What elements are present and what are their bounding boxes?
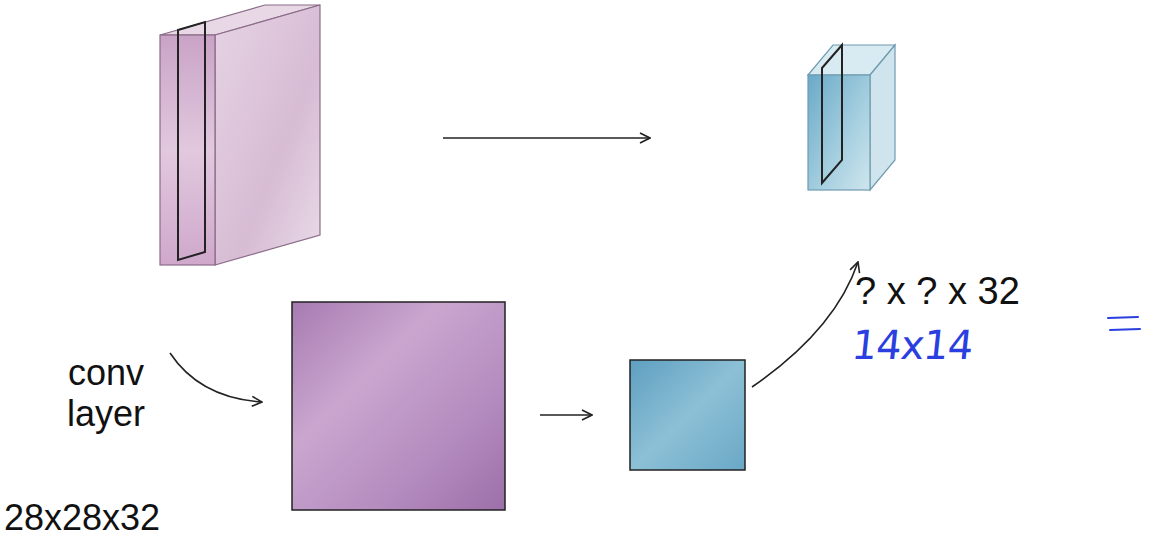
layer-name: conv layer (46, 352, 166, 435)
arrow (443, 137, 650, 139)
handwritten-note: 14x14 (850, 322, 975, 368)
curved-arrow (752, 262, 858, 387)
curved-arrow (170, 353, 262, 402)
double-underline (1108, 317, 1140, 330)
cube-front (808, 75, 870, 190)
dimension: ? x ? x 32 (855, 270, 1020, 314)
slab-side (215, 5, 320, 265)
slab-slice (178, 22, 205, 260)
activation-map (292, 302, 505, 510)
output-volume (808, 45, 895, 190)
cube-side (870, 45, 895, 190)
slab-front (160, 35, 215, 265)
pooled-map (630, 360, 745, 470)
cube-slice (822, 45, 842, 183)
arrow (540, 414, 592, 416)
input-volume (160, 5, 320, 265)
dimension: 28x28x32 (4, 497, 160, 538)
